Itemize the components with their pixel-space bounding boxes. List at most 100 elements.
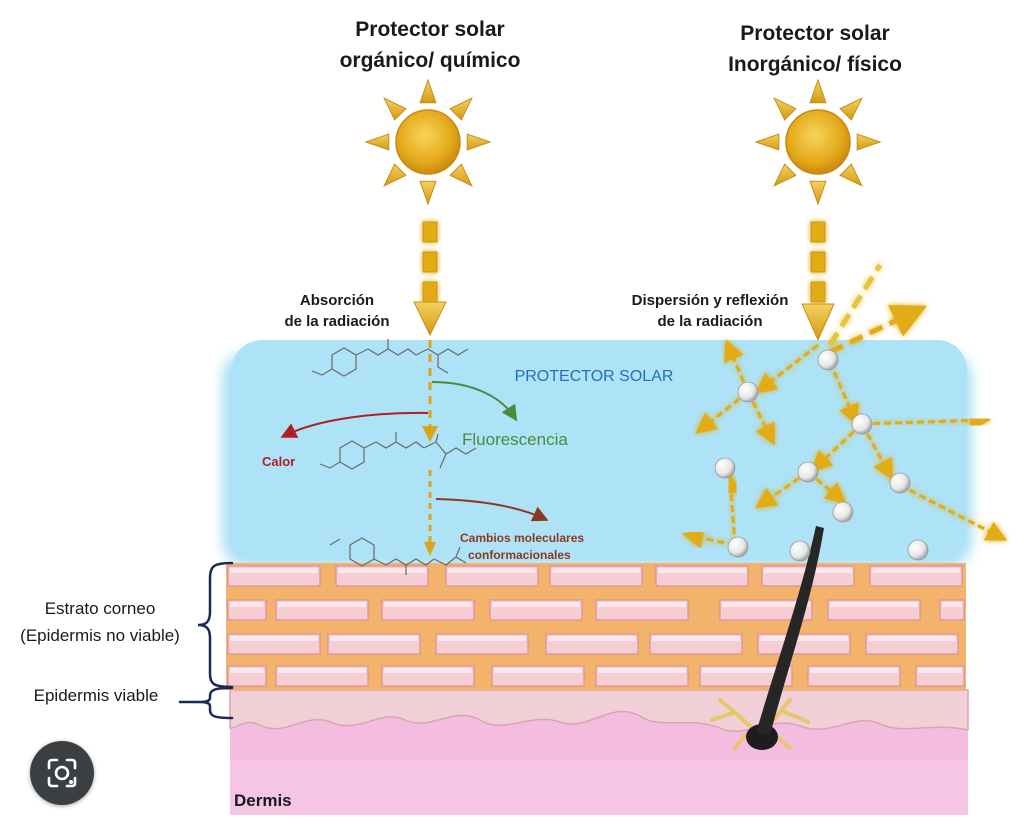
stratum-corneum [226, 563, 966, 690]
brick-highlight [492, 602, 580, 607]
brick-highlight [330, 636, 418, 641]
sun-icon-right [754, 78, 882, 206]
right-title: Protector solar Inorgánico/ físico [690, 18, 940, 80]
sun-ray [773, 97, 797, 121]
scatter-ray [746, 391, 775, 446]
mineral-particles [714, 349, 929, 562]
hair-follicle [710, 526, 824, 750]
brick-highlight [338, 568, 426, 573]
heat-label: Calor [262, 454, 295, 469]
sun-ray [809, 78, 827, 104]
particle [907, 539, 929, 561]
sun-ray [466, 133, 492, 151]
fluorescence-label: Fluorescencia [462, 430, 568, 449]
bracket-stratum-corneum [197, 561, 234, 689]
stratum-corneum-label-line2: (Epidermis no viable) [20, 626, 180, 645]
protector-layer-label: PROTECTOR SOLAR [515, 368, 674, 385]
scatter-ray [755, 470, 809, 509]
left-title-line2: orgánico/ químico [339, 49, 521, 72]
brick-highlight [868, 636, 956, 641]
particle [789, 540, 811, 562]
brick-highlight [384, 668, 472, 673]
particle [851, 413, 873, 435]
right-title-line1: Protector solar [740, 22, 890, 45]
brick-highlight [598, 668, 686, 673]
reflected-rays-top [827, 263, 928, 355]
brick-highlight [278, 668, 366, 673]
sun-icon-left [364, 78, 492, 206]
scattered-radiation [682, 339, 1008, 549]
particle [889, 472, 911, 494]
brick-highlight [598, 602, 686, 607]
brick-highlight [942, 602, 962, 607]
sun-ray [419, 78, 437, 104]
viable-epidermis-label: Epidermis viable [34, 686, 159, 705]
sun-ray [383, 163, 407, 187]
skin-brackets [178, 561, 234, 720]
dispersion-label-line1: Dispersión y reflexión [631, 292, 789, 309]
lens-search-button[interactable] [30, 741, 94, 805]
brick-highlight [230, 636, 318, 641]
brick-highlight [230, 602, 264, 607]
camera-lens-icon [47, 758, 77, 788]
viable-epidermis [229, 689, 969, 733]
particle [817, 349, 839, 371]
bracket-viable-epidermis [197, 686, 234, 720]
incoming-radiation-right [801, 221, 835, 342]
heat-arrow [280, 411, 429, 438]
sun-disc [395, 109, 461, 175]
incoming-radiation-left [413, 221, 447, 337]
brick-highlight [872, 568, 960, 573]
left-title: Protector solar orgánico/ químico [300, 14, 560, 76]
absorption-label-line1: Absorción [299, 292, 375, 309]
scatter-ray [889, 478, 1008, 541]
ray-dash [810, 281, 826, 303]
brick-highlight [760, 636, 848, 641]
brick-highlight [230, 568, 318, 573]
brick-highlight [494, 668, 582, 673]
scatter-ray [720, 472, 742, 546]
sun-disc [785, 109, 851, 175]
sun-ray [383, 97, 407, 121]
particle [714, 457, 736, 479]
sun-ray [856, 133, 882, 151]
molecular-change-label-line1: Cambios moleculares [460, 531, 584, 545]
brick-highlight [384, 602, 472, 607]
brick-highlight [278, 602, 366, 607]
absorption-label: Absorción de la radiación [262, 290, 412, 332]
molecular-change-label-line2: conformacionales [468, 548, 571, 562]
brick-highlight [658, 568, 746, 573]
particle [832, 501, 854, 523]
brick-highlight [230, 668, 264, 673]
scatter-ray [755, 343, 819, 394]
ray-dash [422, 281, 438, 303]
fluorescence-arrow [431, 381, 518, 422]
brick-highlight [918, 668, 962, 673]
brick-highlight [552, 568, 640, 573]
ray-dash [422, 251, 438, 273]
left-title-line1: Protector solar [355, 18, 505, 41]
brick-highlight [722, 602, 810, 607]
scatter-ray [682, 527, 736, 549]
right-title-line2: Inorgánico/ físico [728, 53, 902, 76]
particle [797, 461, 819, 483]
sun-ray [773, 163, 797, 187]
sun-ray [809, 180, 827, 206]
absorbed-radiation-path [422, 340, 438, 556]
sun-ray [449, 163, 473, 187]
sun-ray [364, 133, 390, 151]
brick-highlight [810, 668, 898, 673]
sun-ray [754, 133, 780, 151]
particle [737, 381, 759, 403]
sun-ray [419, 180, 437, 206]
dermis-label: Dermis [234, 791, 292, 810]
sunscreen-molecules [311, 339, 477, 575]
ray-dash [422, 221, 438, 243]
ray-dash [810, 221, 826, 243]
brick-rows [227, 565, 965, 687]
protector-layer [222, 340, 972, 567]
scatter-ray [861, 409, 991, 431]
brick-highlight [652, 636, 740, 641]
brick-highlight [438, 636, 526, 641]
